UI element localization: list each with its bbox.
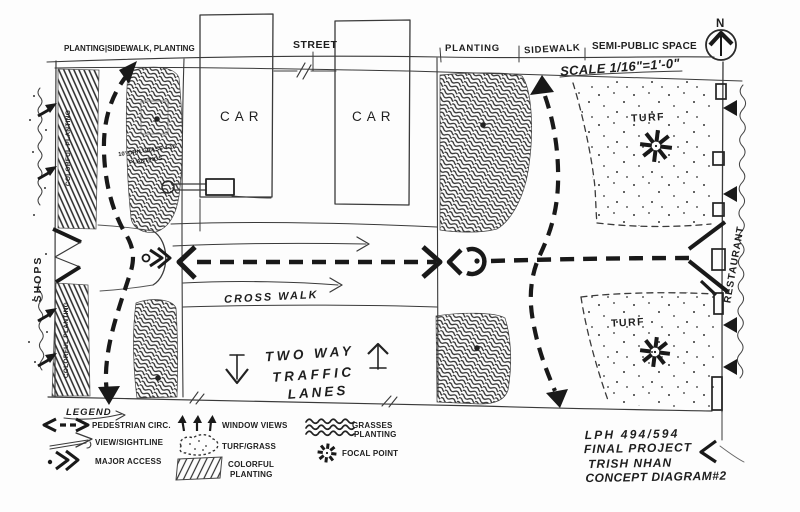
svg-text:LANES: LANES — [287, 383, 349, 402]
svg-text:CROSS WALK: CROSS WALK — [224, 289, 319, 306]
svg-text:PLANTINGS: PLANTINGS — [129, 156, 163, 167]
svg-text:SHOPS: SHOPS — [32, 256, 44, 303]
svg-text:MAJOR ACCESS: MAJOR ACCESS — [95, 457, 162, 466]
svg-text:CAR: CAR — [352, 109, 396, 124]
svg-text:WINDOW VIEWS: WINDOW VIEWS — [222, 421, 288, 430]
svg-text:PLANTING: PLANTING — [354, 430, 397, 439]
svg-text:TURF/GRASS: TURF/GRASS — [222, 442, 276, 451]
svg-text:TWO WAY: TWO WAY — [264, 343, 354, 364]
svg-text:FOCAL POINT: FOCAL POINT — [342, 449, 398, 458]
svg-text:PLANTING: PLANTING — [230, 470, 273, 479]
svg-text:COLORFUL: COLORFUL — [228, 460, 274, 469]
svg-text:PLANTING: PLANTING — [445, 43, 500, 54]
svg-text:LPH 494/594: LPH 494/594 — [585, 426, 680, 442]
svg-text:TURF: TURF — [631, 111, 666, 125]
svg-text:N: N — [716, 18, 724, 30]
svg-text:TURF: TURF — [611, 316, 646, 330]
svg-text:PLANTING|SIDEWALK, PLANTING: PLANTING|SIDEWALK, PLANTING — [64, 44, 195, 53]
svg-text:LEGEND: LEGEND — [66, 407, 112, 418]
svg-text:VIEW/SIGHTLINE: VIEW/SIGHTLINE — [95, 438, 164, 447]
svg-text:COLORFUL PLANTING: COLORFUL PLANTING — [65, 110, 72, 186]
svg-text:SIDEWALK: SIDEWALK — [524, 42, 581, 56]
svg-text:CAR: CAR — [220, 109, 264, 124]
svg-text:COLORFUL PLANTING: COLORFUL PLANTING — [63, 302, 70, 378]
svg-text:FINAL PROJECT: FINAL PROJECT — [584, 440, 693, 456]
svg-text:STREET: STREET — [293, 39, 338, 51]
svg-text:SEMI-PUBLIC SPACE: SEMI-PUBLIC SPACE — [592, 41, 697, 52]
svg-text:TRISH NHAN: TRISH NHAN — [588, 456, 672, 471]
svg-text:TRAFFIC: TRAFFIC — [272, 364, 355, 385]
svg-text:GRASSES: GRASSES — [352, 421, 393, 430]
svg-text:PEDESTRIAN CIRC.: PEDESTRIAN CIRC. — [92, 421, 171, 430]
svg-text:CONCEPT DIAGRAM#2: CONCEPT DIAGRAM#2 — [585, 469, 726, 485]
